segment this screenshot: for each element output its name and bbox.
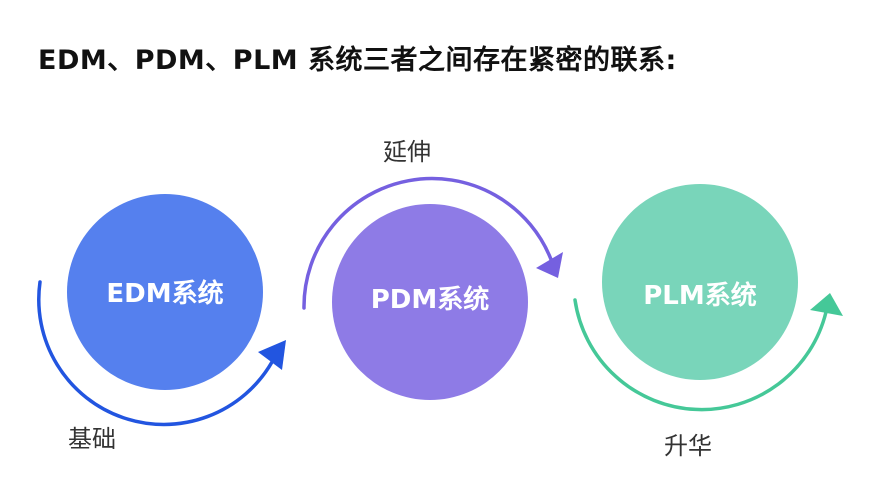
sublimation-arc (573, 298, 828, 412)
extension-label: 延伸 (383, 138, 431, 166)
plm-label: PLM系统 (643, 280, 757, 311)
extension-arrow: 延伸 (302, 138, 563, 310)
foundation-arc (37, 280, 274, 427)
foundation-arrowhead-icon (258, 340, 286, 370)
page-title: EDM、PDM、PLM 系统三者之间存在紧密的联系: (38, 45, 677, 76)
plm-node: PLM系统 (602, 184, 798, 380)
pdm-circle (332, 204, 528, 400)
extension-arrowhead-icon (536, 252, 563, 278)
pdm-node: PDM系统 (332, 204, 528, 400)
extension-arc (302, 176, 554, 310)
edm-label: EDM系统 (106, 278, 223, 309)
sublimation-label: 升华 (664, 432, 712, 460)
pdm-label: PDM系统 (371, 284, 490, 315)
plm-circle (602, 184, 798, 380)
foundation-label: 基础 (68, 425, 116, 453)
edm-node: EDM系统 (67, 194, 263, 390)
foundation-arrow: 基础 (37, 280, 286, 453)
sublimation-arrow: 升华 (573, 293, 843, 460)
edm-circle (67, 194, 263, 390)
sublimation-arrowhead-icon (810, 293, 843, 316)
